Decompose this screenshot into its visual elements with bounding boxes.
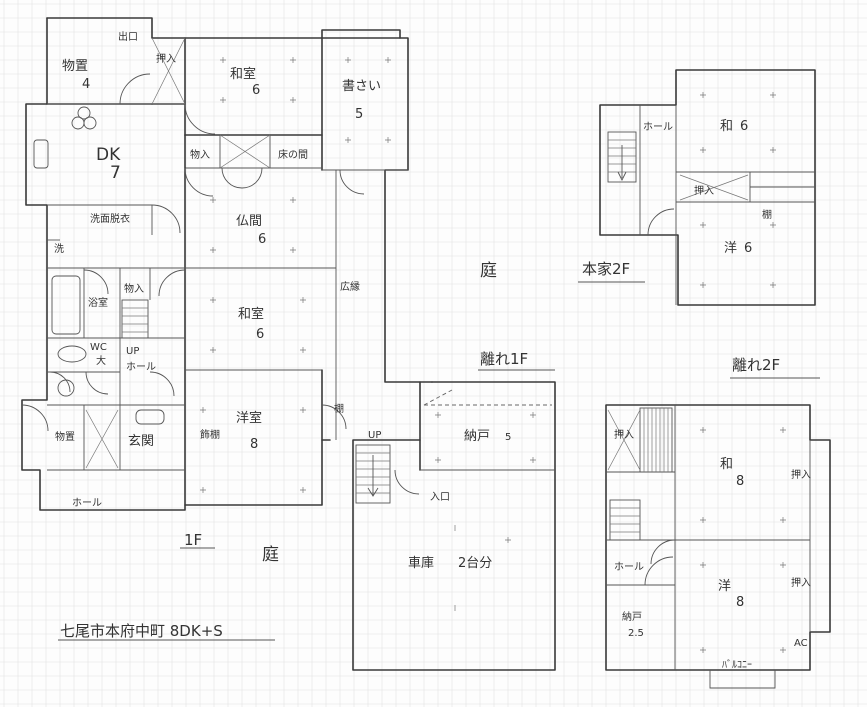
shoes-label: 物置 [55,430,75,443]
main-house-1f [21,17,433,511]
annex-2f-closet-right2-label: 押入 [791,576,811,589]
porch-label: ホール [72,497,102,509]
closet-top-label: 押入 [156,52,176,65]
exit-label: 出口 [118,30,138,43]
wc-label: WC [90,342,107,353]
annex-2f-hall-label: ホール [614,561,644,573]
main-2f-labels: 本家2F ホール 和 6 押入 棚 洋 6 [582,119,772,278]
study-label: 書さい [342,79,381,94]
shelf-label: 飾棚 [200,428,220,441]
annex-2f-balcony-label: ﾊﾞﾙｺﾆｰ [722,659,752,671]
garage-size: 2台分 [458,556,492,571]
annex-2f-closet-right-label: 押入 [791,468,811,481]
butsuma-label: 仏間 [236,214,262,229]
up-label: UP [126,346,139,357]
sheet-labels: 1F 庭 庭 七尾市本府中町 8DK+S [60,261,497,640]
closet-small-label: 物入 [190,148,210,161]
annex-entrance-label: 入口 [430,492,450,503]
annex-2f-you-size: 8 [736,595,744,610]
engawa-label: 広縁 [340,280,360,293]
annex-1f-title: 離れ1F [480,350,528,368]
main-2f-wa-size: 6 [740,119,748,134]
tana-label: 棚 [334,402,344,415]
bath-label: 浴室 [88,296,108,309]
washitsu-top-label: 和室 [230,66,256,82]
annex-2f-storage-size: 2.5 [628,628,644,639]
floor-1f-label: 1F [184,531,202,549]
washitsu-mid-label: 和室 [238,306,264,322]
footer-caption: 七尾市本府中町 8DK+S [60,622,223,640]
annex-2f-wa-size: 8 [736,474,744,489]
main-1f-labels: 出口 物置 4 押入 和室 6 書さい 5 DK 7 物入 床の間 仏間 6 洗… [54,30,381,509]
annex-1f [352,381,556,671]
annex-2f-wa-label: 和 [720,457,733,472]
annex-2f [605,404,831,689]
main-2f-wa-label: 和 [720,119,733,134]
main-2f-hall-label: ホール [643,121,673,133]
main-2f-you-label: 洋 [724,241,737,256]
annex-up-label: UP [368,430,381,441]
hall-label: ホール [126,361,156,373]
washroom-label: 洗面脱衣 [90,212,130,225]
annex-2f-closet-label: 押入 [614,428,634,441]
storage-label: 物置 [62,59,88,74]
main-2f-title: 本家2F [582,260,630,278]
annex-2f-title: 離れ2F [732,356,780,374]
garden-north-label: 庭 [480,261,497,281]
wc-small-label: 大 [96,354,106,367]
washitsu-top-size: 6 [252,83,260,98]
dk-size: 7 [110,163,121,183]
annex-storage-size: 5 [505,432,511,443]
washitsu-mid-size: 6 [256,327,264,342]
main-2f-shelf-label: 棚 [762,208,772,221]
annex-1f-labels: 離れ1F 納戸 5 車庫 2台分 UP 入口 [368,350,528,571]
dk-label: DK [96,145,121,165]
study-size: 5 [355,107,363,122]
annex-2f-you-label: 洋 [718,579,731,594]
annex-storage-label: 納戸 [464,429,490,444]
garden-south-label: 庭 [262,545,279,565]
youshitsu-size: 8 [250,437,258,452]
closet-hall-label: 物入 [124,282,144,295]
annex-2f-storage-label: 納戸 [622,610,642,623]
main-house-2f [599,69,816,306]
garage-label: 車庫 [408,556,434,571]
entrance-label: 玄関 [128,434,154,449]
annex-2f-ac-label: AC [794,638,808,649]
annex-2f-labels: 離れ2F 押入 和 8 押入 ホール 洋 8 押入 納戸 2.5 AC ﾊﾞﾙｺ… [614,356,811,671]
storage-size: 4 [82,77,90,92]
kitchen-small-label: 洗 [54,243,64,255]
tokonoma-label: 床の間 [278,148,308,161]
youshitsu-label: 洋室 [236,410,262,426]
main-2f-closet-label: 押入 [694,184,714,197]
butsuma-size: 6 [258,232,266,247]
main-2f-you-size: 6 [744,241,752,256]
